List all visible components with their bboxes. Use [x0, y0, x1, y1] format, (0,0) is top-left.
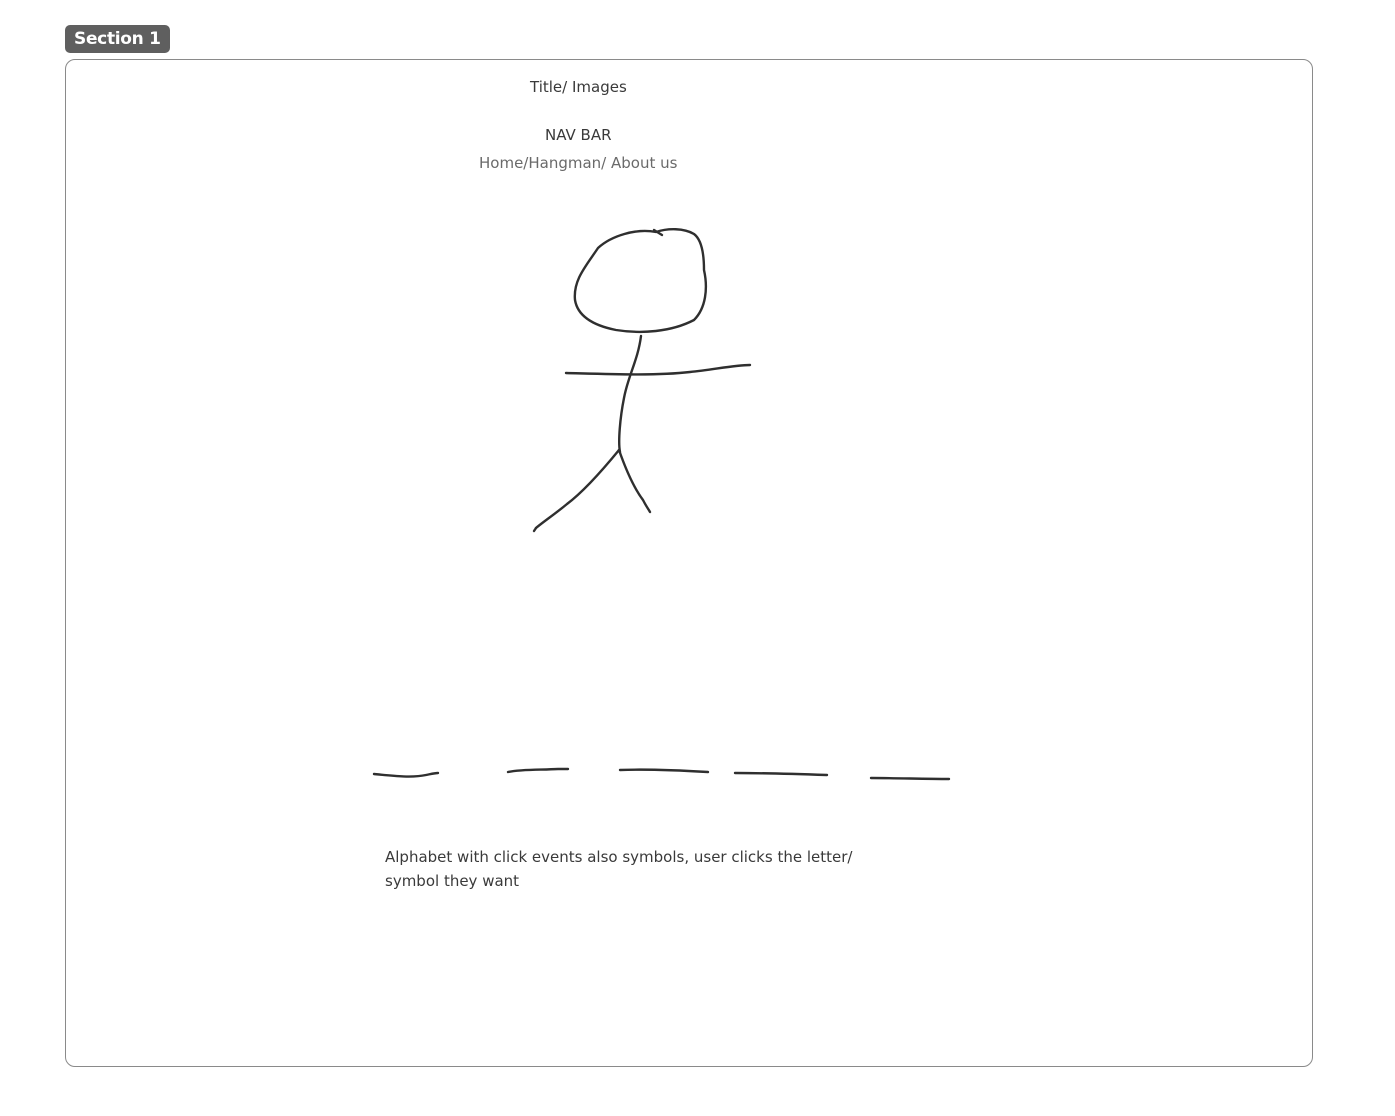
letter-blank-1	[372, 771, 440, 778]
stick-figure-left-leg	[534, 448, 621, 530]
letter-blank-4	[733, 771, 829, 777]
stick-figure-right-leg	[617, 448, 652, 514]
nav-bar-label: NAV BAR	[545, 126, 612, 144]
letter-blanks	[372, 767, 951, 781]
title-images-note: Title/ Images	[530, 78, 627, 96]
stick-figure-left-foot	[532, 526, 538, 533]
hangman-sketch	[372, 228, 951, 781]
stick-figure	[532, 228, 752, 533]
alphabet-description-note: Alphabet with click events also symbols,…	[385, 848, 853, 890]
stick-figure-arms	[564, 363, 752, 376]
letter-blank-3	[618, 768, 710, 774]
stick-figure-body	[618, 334, 643, 454]
letter-blank-5	[869, 776, 951, 781]
stick-figure-head-overlap	[652, 228, 664, 237]
stick-figure-head	[573, 228, 708, 334]
nav-links-note: Home/Hangman/ About us	[479, 154, 678, 172]
letter-blank-2	[506, 767, 570, 774]
wireframe-frame: Title/ Images NAV BAR Home/Hangman/ Abou…	[65, 59, 1313, 1067]
section-label: Section 1	[65, 25, 170, 53]
